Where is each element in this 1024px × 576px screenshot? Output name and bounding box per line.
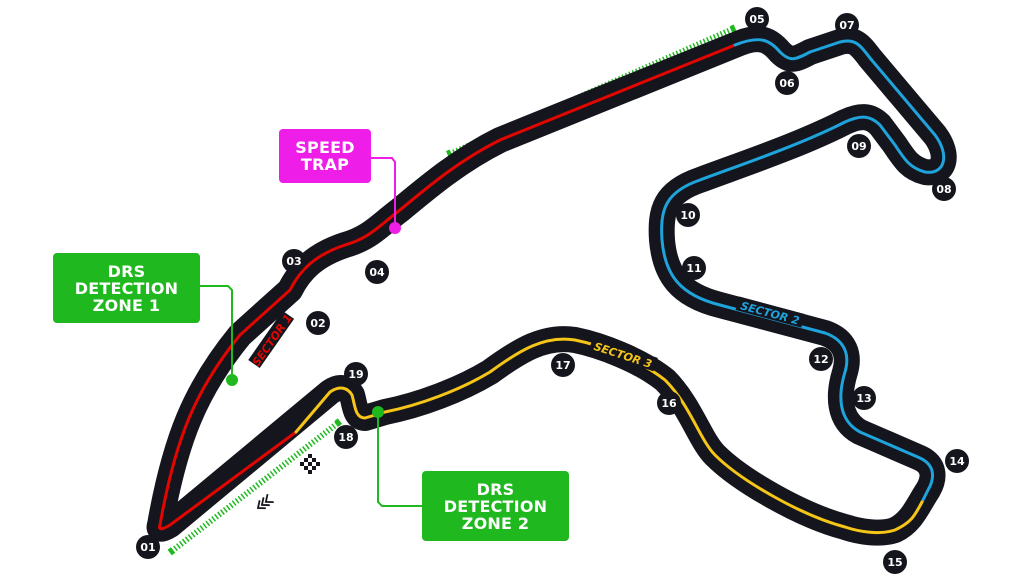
corner-18[interactable]: 18 (334, 425, 358, 449)
corner-04[interactable]: 04 (365, 260, 389, 284)
corner-08[interactable]: 08 (932, 177, 956, 201)
corner-14[interactable]: 14 (945, 449, 969, 473)
svg-text:08: 08 (936, 183, 951, 196)
svg-text:02: 02 (310, 317, 325, 330)
corner-11[interactable]: 11 (682, 256, 706, 280)
sector-2-line (660, 38, 946, 504)
svg-text:05: 05 (749, 13, 764, 26)
sector-1-line (158, 43, 737, 531)
svg-text:13: 13 (856, 392, 871, 405)
svg-text:17: 17 (555, 359, 570, 372)
svg-text:14: 14 (949, 455, 965, 468)
corner-13[interactable]: 13 (852, 386, 876, 410)
svg-text:10: 10 (680, 209, 696, 222)
drs-zone-2-marker[interactable] (372, 406, 384, 418)
speed-trap-callout[interactable]: SPEED TRAP (279, 129, 371, 183)
svg-text:09: 09 (851, 140, 866, 153)
drs-detection-zone-1-callout[interactable]: DRS DETECTION ZONE 1 (53, 253, 200, 323)
corner-09[interactable]: 09 (847, 134, 871, 158)
chequered-flag-icon (300, 454, 320, 474)
corner-19[interactable]: 19 (344, 362, 368, 386)
speed-trap-marker[interactable] (389, 222, 401, 234)
svg-text:11: 11 (686, 262, 701, 275)
svg-text:19: 19 (348, 368, 363, 381)
corner-12[interactable]: 12 (809, 347, 833, 371)
drs-zone-1-line3: ZONE 1 (92, 295, 161, 315)
corner-07[interactable]: 07 (835, 13, 859, 37)
speed-trap-line2: TRAP (300, 155, 350, 174)
drs-zone-2-line1: DRS (476, 479, 515, 499)
svg-text:18: 18 (338, 431, 353, 444)
svg-text:03: 03 (286, 255, 301, 268)
svg-text:06: 06 (779, 77, 795, 90)
drs-zone-1-line2: DETECTION (74, 278, 179, 298)
drs-detection-zone-2-callout[interactable]: DRS DETECTION ZONE 2 (422, 471, 569, 541)
corner-02[interactable]: 02 (306, 311, 330, 335)
drs-zone-2-leader (377, 412, 423, 507)
corner-05[interactable]: 05 (745, 7, 769, 31)
svg-text:15: 15 (887, 556, 902, 569)
corner-03[interactable]: 03 (282, 249, 306, 273)
corner-17[interactable]: 17 (551, 353, 575, 377)
drs-zone-1-leader (200, 285, 233, 380)
svg-text:04: 04 (369, 266, 385, 279)
svg-text:12: 12 (813, 353, 828, 366)
corner-markers: 01 02 03 04 05 06 07 08 09 10 11 12 13 1… (136, 7, 969, 574)
drs-zone-1-marker[interactable] (226, 374, 238, 386)
corner-15[interactable]: 15 (883, 550, 907, 574)
drs-zone-1-line1: DRS (107, 261, 146, 281)
drs-zone-2-line2: DETECTION (443, 496, 548, 516)
race-direction-chevrons-icon (256, 494, 274, 510)
drs-zone-2-line3: ZONE 2 (461, 513, 530, 533)
svg-text:01: 01 (140, 541, 155, 554)
corner-01[interactable]: 01 (136, 535, 160, 559)
corner-10[interactable]: 10 (676, 203, 700, 227)
corner-16[interactable]: 16 (657, 391, 681, 415)
svg-text:07: 07 (839, 19, 854, 32)
corner-06[interactable]: 06 (775, 71, 799, 95)
track-surface (146, 26, 957, 546)
speed-trap-line1: SPEED (295, 138, 355, 157)
drs-activation-zone-2 (167, 418, 343, 556)
svg-text:16: 16 (661, 397, 677, 410)
speed-trap-leader (370, 157, 396, 228)
